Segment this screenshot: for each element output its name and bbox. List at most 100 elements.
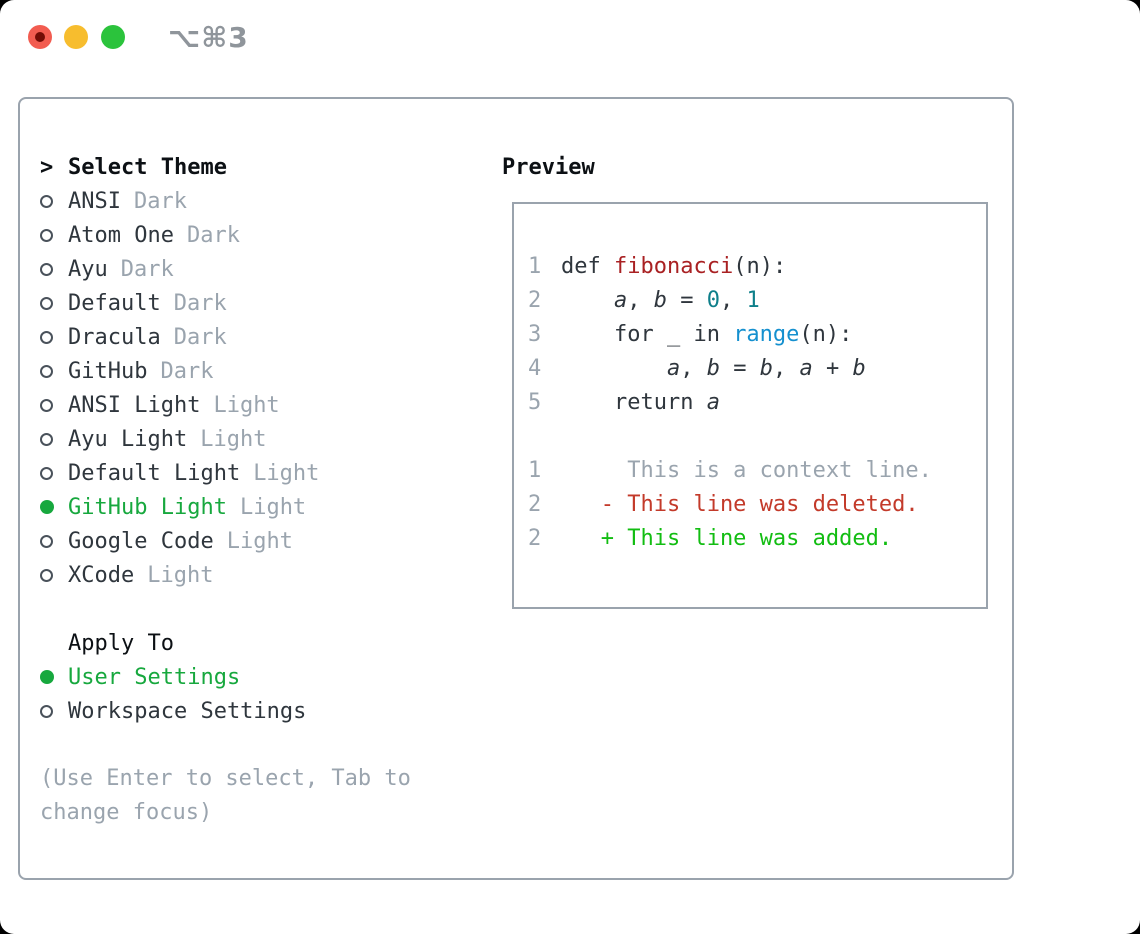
apply-option-label: User Settings bbox=[68, 664, 241, 690]
line-number bbox=[528, 420, 561, 454]
theme-option-google-code[interactable]: Google Code Light bbox=[40, 524, 411, 558]
theme-option-label: Dracula bbox=[68, 324, 161, 350]
cursor-indicator: > bbox=[40, 154, 54, 180]
line-number: 1 bbox=[528, 254, 542, 279]
zoom-button[interactable] bbox=[101, 25, 125, 49]
radio-icon bbox=[40, 364, 53, 378]
theme-option-default-light[interactable]: Default Light Light bbox=[40, 456, 411, 490]
theme-variant-tag: Dark bbox=[160, 358, 214, 384]
minimize-button[interactable] bbox=[64, 25, 88, 49]
apply-option-user-settings[interactable]: User Settings bbox=[40, 660, 411, 694]
radio-icon bbox=[40, 704, 53, 718]
marker-cell bbox=[40, 466, 68, 480]
theme-option-ansi[interactable]: ANSI Dark bbox=[40, 184, 411, 218]
radio-icon bbox=[40, 330, 53, 344]
theme-option-label: GitHub bbox=[68, 358, 148, 384]
theme-option-label: Google Code bbox=[68, 528, 214, 554]
help-text: (Use Enter to select, Tab to change focu… bbox=[40, 762, 411, 830]
apply-to-header: Apply To bbox=[68, 630, 174, 656]
theme-option-ayu[interactable]: Ayu Dark bbox=[40, 252, 411, 286]
line-content: + This line was added. bbox=[561, 526, 893, 551]
theme-variant-tag: Dark bbox=[173, 290, 227, 316]
theme-option-label: Ayu Light bbox=[68, 426, 188, 452]
marker-cell bbox=[40, 330, 68, 344]
marker-cell bbox=[40, 534, 68, 548]
line-number: 1 bbox=[528, 458, 542, 483]
marker-cell bbox=[40, 262, 68, 276]
radio-icon bbox=[40, 228, 53, 242]
theme-option-xcode[interactable]: XCode Light bbox=[40, 558, 411, 592]
line-number: 2 bbox=[528, 526, 542, 551]
radio-icon bbox=[40, 568, 53, 582]
apply-option-label: Workspace Settings bbox=[68, 698, 307, 724]
radio-icon bbox=[40, 466, 53, 480]
preview-line: 3 for _ in range(n): bbox=[528, 318, 986, 352]
line-number: 3 bbox=[528, 322, 542, 347]
theme-option-ayu-light[interactable]: Ayu Light Light bbox=[40, 422, 411, 456]
window-title-shortcut: ⌥⌘3 bbox=[168, 21, 249, 54]
marker-cell bbox=[40, 228, 68, 242]
line-content: a, b = b, a + b bbox=[666, 356, 866, 381]
theme-variant-tag: Dark bbox=[173, 324, 227, 350]
theme-variant-tag: Light bbox=[239, 494, 307, 520]
theme-option-label: Atom One bbox=[68, 222, 174, 248]
line-number: 5 bbox=[528, 390, 542, 415]
marker-cell bbox=[40, 398, 68, 412]
marker-cell bbox=[40, 364, 68, 378]
line-number: 2 bbox=[528, 492, 542, 517]
line-number: 4 bbox=[528, 356, 542, 381]
theme-option-dracula[interactable]: Dracula Dark bbox=[40, 320, 411, 354]
line-content: This is a context line. bbox=[561, 458, 932, 483]
line-content: def fibonacci(n): bbox=[561, 254, 787, 279]
select-theme-header: Select Theme bbox=[68, 154, 227, 180]
radio-selected-icon bbox=[40, 500, 54, 514]
theme-variant-tag: Light bbox=[200, 426, 267, 452]
marker-cell bbox=[40, 296, 68, 310]
radio-icon bbox=[40, 398, 53, 412]
preview-line: 2 - This line was deleted. bbox=[528, 488, 986, 522]
preview-line: 1 def fibonacci(n): bbox=[528, 250, 986, 284]
theme-option-label: Ayu bbox=[68, 256, 108, 282]
marker-cell bbox=[40, 500, 68, 514]
radio-icon bbox=[40, 296, 53, 310]
preview-header: Preview bbox=[502, 154, 595, 180]
line-number: 2 bbox=[528, 288, 542, 313]
theme-option-label: XCode bbox=[68, 562, 135, 588]
theme-variant-tag: Dark bbox=[133, 188, 187, 214]
radio-icon bbox=[40, 194, 53, 208]
theme-variant-tag: Dark bbox=[120, 256, 174, 282]
theme-variant-tag: Light bbox=[147, 562, 214, 588]
preview-line bbox=[528, 420, 986, 454]
marker-cell bbox=[40, 704, 68, 718]
line-content: return a bbox=[561, 390, 720, 415]
theme-option-github[interactable]: GitHub Dark bbox=[40, 354, 411, 388]
apply-to-header-row: Apply To bbox=[40, 626, 411, 660]
theme-variant-tag: Light bbox=[226, 528, 293, 554]
line-content: a, b = 0, 1 bbox=[613, 288, 760, 313]
radio-icon bbox=[40, 262, 53, 276]
apply-option-workspace-settings[interactable]: Workspace Settings bbox=[40, 694, 411, 728]
theme-option-ansi-light[interactable]: ANSI Light Light bbox=[40, 388, 411, 422]
theme-variant-tag: Light bbox=[253, 460, 320, 486]
select-theme-header-row: > Select Theme bbox=[40, 150, 411, 184]
theme-option-label: Default Light bbox=[68, 460, 241, 486]
line-content: for _ in range(n): bbox=[561, 322, 853, 347]
radio-icon bbox=[40, 432, 53, 446]
theme-option-label: ANSI bbox=[68, 188, 121, 214]
radio-icon bbox=[40, 534, 53, 548]
spacer bbox=[40, 592, 411, 626]
marker-cell bbox=[40, 194, 68, 208]
marker-cell bbox=[40, 432, 68, 446]
preview-line: 2 a, b = 0, 1 bbox=[528, 284, 986, 318]
theme-option-label: ANSI Light bbox=[68, 392, 201, 418]
theme-variant-tag: Light bbox=[213, 392, 280, 418]
preview-line: 4 a, b = b, a + b bbox=[528, 352, 986, 386]
close-button[interactable] bbox=[28, 25, 52, 49]
